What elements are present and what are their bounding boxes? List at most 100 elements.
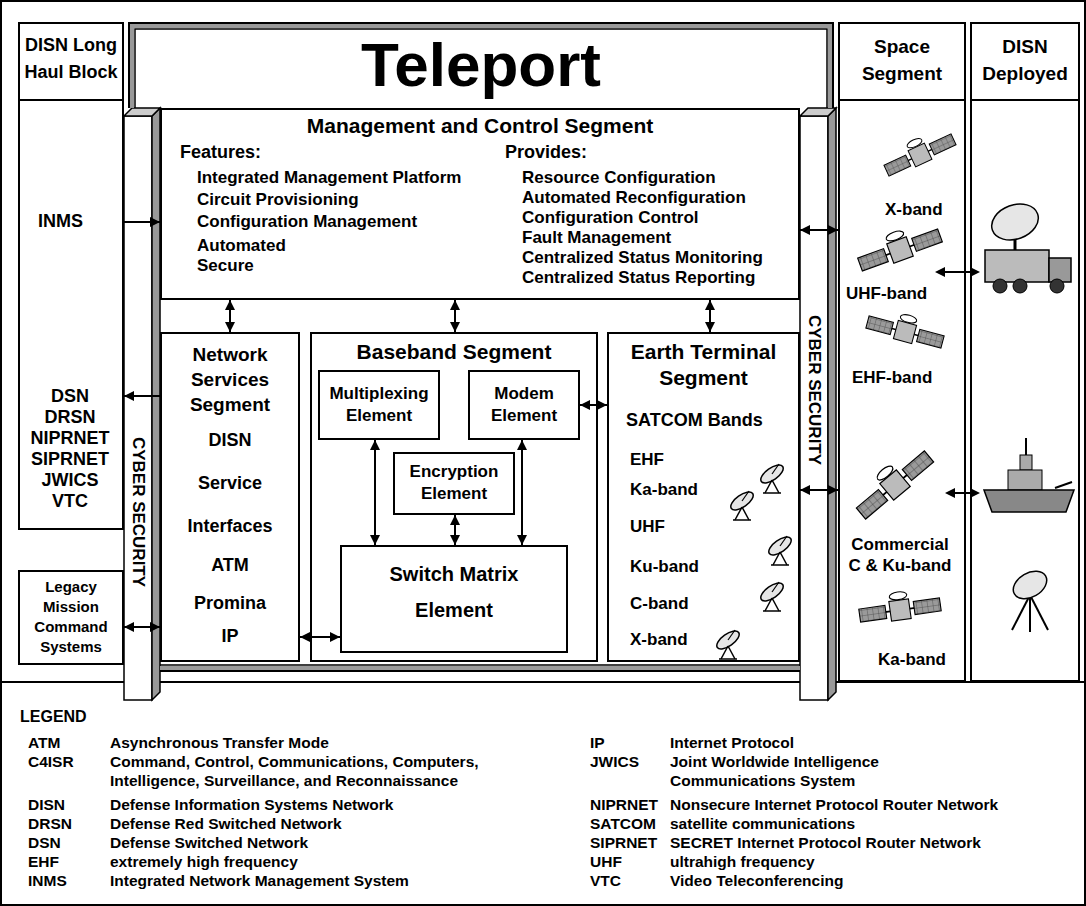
arrow-head (450, 322, 460, 332)
tripod-dish (1008, 566, 1051, 632)
node-text: EHF (630, 450, 664, 470)
legend-text: ATM (28, 733, 60, 752)
node-text: Earth Terminal Segment (612, 339, 795, 391)
legend-text: Defense Red Switched Network (110, 814, 342, 833)
arrow-head (580, 400, 590, 410)
legend-text: SECRET Internet Protocol Router Network (670, 833, 981, 852)
connector-line (521, 440, 523, 545)
bar-front (124, 116, 152, 700)
link-arrow (945, 488, 980, 498)
connector-arrow (800, 225, 838, 235)
ship-superstructure (1008, 470, 1042, 490)
connector-arrow (300, 632, 340, 642)
legend-text: Defense Information Systems Network (110, 795, 393, 814)
truck-wheel (1050, 279, 1064, 293)
node-text: Encryption Element (395, 461, 513, 505)
legend-text: IP (590, 733, 605, 752)
arrow-head (517, 535, 527, 545)
node-text: Features: (180, 142, 261, 164)
arrow-head (300, 632, 310, 642)
connector-arrow (705, 300, 715, 332)
truck-wheel (993, 279, 1007, 293)
element-box: Multiplexing Element (318, 370, 440, 440)
header-divider (970, 99, 1080, 101)
security-bar-graphic (800, 108, 836, 700)
node-text: Centralized Status Monitoring (522, 248, 763, 268)
node-text: Circuit Provisioning (197, 190, 359, 210)
truck-body (985, 250, 1049, 282)
legend-text: Joint Worldwide Intelligence Communicati… (670, 752, 930, 790)
security-bar-graphic (124, 108, 160, 700)
legend-text: Internet Protocol (670, 733, 794, 752)
frame-line (129, 23, 833, 671)
ship-hull (984, 490, 1074, 512)
satellite-icon (865, 305, 947, 351)
arrow-head (705, 322, 715, 332)
legend-text: VTC (590, 871, 621, 890)
connector-arrow (225, 300, 235, 332)
node-text: Centralized Status Reporting (522, 268, 755, 288)
segment-box: Network Services SegmentDISN Service Int… (160, 332, 300, 662)
node-text: Promina (165, 593, 295, 615)
arrow-head (450, 535, 460, 545)
node-text: X-band (630, 630, 688, 650)
node-text: C-band (630, 594, 689, 614)
frame-line (135, 29, 827, 665)
node-text: EHF-band (852, 368, 932, 388)
connector-arrow (124, 622, 160, 632)
ship-tower (1020, 455, 1032, 470)
legend-text: Nonsecure Internet Protocol Router Netwo… (670, 795, 998, 814)
ship-mast (1025, 438, 1027, 455)
bar-top (800, 108, 836, 116)
arrow-head (370, 440, 380, 450)
block-column: DISN Long Haul BlockINMSDSN DRSN NIPRNET… (18, 22, 124, 530)
header-divider (838, 99, 966, 101)
legend-text: Command, Control, Communications, Comput… (110, 752, 540, 790)
element-box: Modem Element (468, 370, 580, 440)
bar-side (152, 108, 160, 700)
node-text: DISN Long Haul Block (21, 32, 121, 86)
node-text: Resource Configuration (522, 168, 716, 188)
space-column: Space SegmentX-bandUHF-bandEHF-bandComme… (838, 22, 966, 682)
dish-icon (714, 628, 742, 659)
satellite-icon (879, 124, 957, 178)
legend-text: Integrated Network Management System (110, 871, 409, 890)
tripod-leg (1030, 595, 1048, 630)
bar-side (828, 108, 836, 700)
arrow-head (150, 217, 160, 227)
arrow-head (597, 400, 607, 410)
arrow-head (124, 622, 134, 632)
arrow-head (330, 632, 340, 642)
node-text: Network Services Segment (165, 342, 295, 417)
dish-icon (766, 534, 794, 565)
vertical-label: CYBER SECURITY (128, 437, 148, 587)
segment-box: Earth Terminal SegmentSATCOM BandsEHFKa-… (607, 332, 800, 662)
legend-text: DRSN (28, 814, 72, 833)
satellite-icon (854, 218, 944, 275)
node-text: Configuration Management (197, 212, 417, 232)
legend-heading: LEGEND (20, 707, 87, 726)
node-text: Ka-band (630, 480, 698, 500)
frame-line (132, 26, 830, 668)
arrow-head (225, 322, 235, 332)
arrow-head (450, 300, 460, 310)
node-text: Provides: (505, 142, 587, 164)
tripod-leg (1012, 595, 1030, 630)
arrow-head (450, 515, 460, 525)
arrow-head (225, 300, 235, 310)
connector-arrow (580, 400, 607, 410)
connector-arrow (450, 300, 460, 332)
connector-arrow (370, 440, 380, 545)
node-text: Multiplexing Element (320, 383, 438, 427)
dish-icon (758, 462, 786, 493)
dish-icon (758, 580, 786, 611)
node-text: Baseband Segment (315, 339, 593, 364)
node-text: ATM (165, 555, 295, 577)
tripod-leg (1029, 595, 1031, 632)
vertical-label: CYBER SECURITY (804, 315, 824, 465)
node-text: Automated Reconfiguration (522, 188, 746, 208)
security-bar: CYBER SECURITY (800, 116, 828, 700)
node-text: Space Segment (842, 33, 962, 87)
legend-text: satellite communications (670, 814, 855, 833)
